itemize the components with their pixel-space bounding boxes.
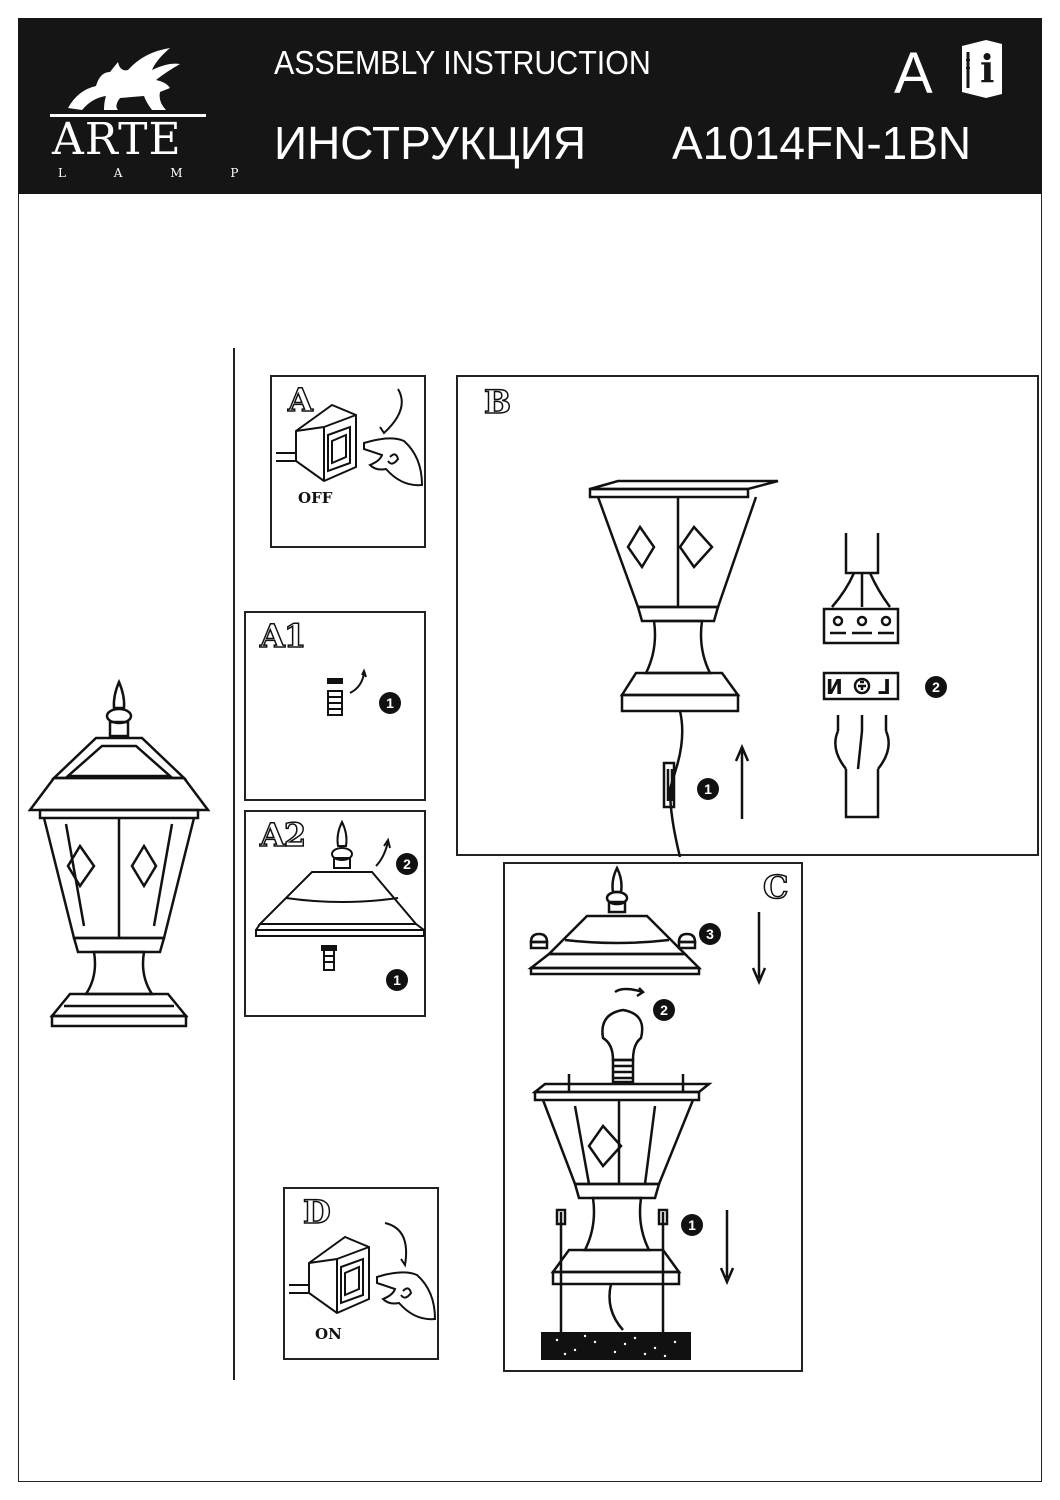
switch-off-label: OFF — [298, 489, 333, 507]
panel-a2: A2 2 1 — [244, 810, 426, 1017]
switch-on-label: ON — [315, 1325, 342, 1343]
panel-c-step-1: 1 — [681, 1214, 703, 1236]
panel-a1-step-1: 1 — [379, 692, 401, 714]
panel-a1-letter: A1 — [259, 616, 307, 656]
panel-a2-step-1: 1 — [386, 969, 408, 991]
terminal-label-n: N — [826, 675, 843, 699]
screw-icon — [327, 668, 367, 716]
column-divider — [233, 348, 235, 1380]
panel-a1: A1 1 — [244, 611, 426, 801]
terminal-label-l: L — [878, 675, 891, 699]
header-bar: ARTE L A M P ASSEMBLY INSTRUCTION ИНСТРУ… — [18, 18, 1042, 194]
panel-b-step-2: 2 — [925, 676, 947, 698]
lantern-overview-illustration — [27, 678, 211, 1028]
title-english: ASSEMBLY INSTRUCTION — [274, 44, 651, 81]
panel-a-letter: A — [287, 380, 313, 420]
sheet-letter: A — [894, 41, 933, 106]
lantern-base-wiring-illustration — [588, 479, 900, 858]
wall-switch-icon — [276, 388, 424, 487]
panel-a2-step-2: 2 — [396, 853, 418, 875]
panel-a2-letter: A2 — [259, 815, 307, 855]
brand-name: ARTE — [52, 114, 182, 165]
page-frame — [18, 194, 1042, 1482]
panel-b-step-1: 1 — [697, 778, 719, 800]
lantern-assembly-illustration — [527, 865, 767, 1360]
arte-lamp-logo-icon — [50, 48, 206, 117]
wall-switch-icon — [289, 1222, 437, 1321]
panel-c-assembly: C — [503, 862, 803, 1372]
info-book-icon: i — [958, 38, 1006, 100]
panel-a-switch-off: A OFF — [270, 375, 426, 548]
panel-c-step-3: 3 — [699, 923, 721, 945]
panel-d-switch-on: D ON — [283, 1187, 439, 1360]
panel-b-wiring: B N L — [456, 375, 1039, 858]
brand-subtitle: L A M P — [58, 166, 261, 180]
panel-c-letter: C — [762, 867, 789, 907]
panel-d-letter: D — [302, 1192, 331, 1232]
panel-b-letter: B — [483, 382, 512, 422]
lantern-roof-icon — [255, 819, 425, 971]
model-number: A1014FN-1BN — [672, 117, 972, 169]
info-glyph: i — [980, 46, 995, 91]
panel-c-step-2: 2 — [653, 999, 675, 1021]
title-russian: ИНСТРУКЦИЯ — [274, 117, 587, 169]
